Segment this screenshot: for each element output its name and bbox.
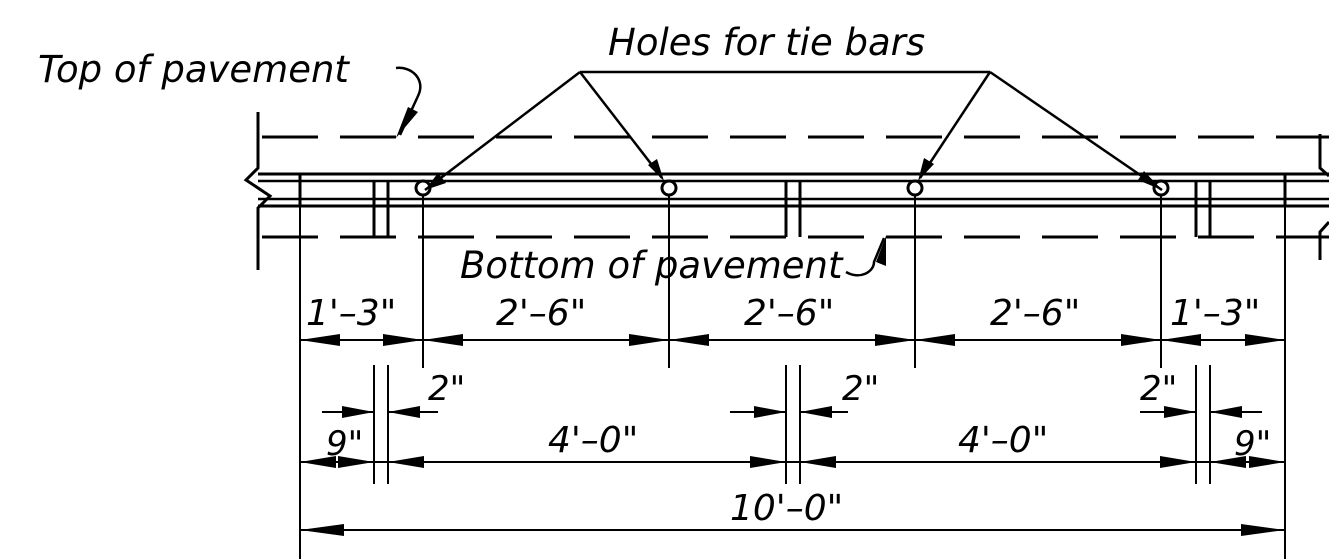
stiffener-2 — [784, 181, 802, 237]
dim-row2-arrows — [300, 456, 1285, 468]
top-of-pavement-leader — [395, 66, 422, 136]
left-break-line — [243, 112, 273, 270]
dim-row2-small-arrows — [342, 406, 1242, 418]
dim-10-0-overall: 10'–0" — [730, 488, 843, 529]
bottom-of-pavement-arrow — [876, 236, 886, 266]
right-break-line — [1318, 134, 1329, 178]
dim-2-c: 2" — [1140, 369, 1177, 409]
hole-3-arrow — [918, 158, 934, 181]
stiffener-3 — [1194, 181, 1212, 237]
hole-4-arrow — [1138, 171, 1162, 190]
tie-bar-hole-3 — [906, 179, 924, 197]
dim-1-3-right: 1'–3" — [1170, 293, 1260, 334]
dim-overall-arrow-left — [300, 524, 344, 536]
top-of-pavement-label: Top of pavement — [38, 48, 350, 91]
tie-bar-hole-4 — [1152, 179, 1170, 197]
bottom-of-pavement-leader — [845, 237, 886, 277]
dim-2-6-b: 2'–6" — [744, 293, 834, 334]
stiffener-1 — [372, 181, 390, 237]
dim-4-0-right: 4'–0" — [958, 420, 1048, 461]
hole-2-arrow — [648, 159, 664, 181]
dim-2-b: 2" — [842, 369, 879, 409]
dim-row1-arrows — [300, 334, 1285, 346]
bottom-of-pavement-label: Bottom of pavement — [460, 244, 844, 287]
holes-for-tie-bars-label: Holes for tie bars — [608, 21, 925, 64]
dim-2-6-a: 2'–6" — [496, 293, 586, 334]
dim-2-6-c: 2'–6" — [990, 293, 1080, 334]
tie-bar-hole-2 — [660, 179, 678, 197]
dim-4-0-left: 4'–0" — [548, 420, 638, 461]
dim-2-a: 2" — [428, 369, 465, 409]
hole-1-arrow — [425, 173, 446, 190]
dim-overall-arrow-right — [1241, 524, 1285, 536]
holes-leaders — [424, 70, 1163, 192]
dim-1-3-left: 1'–3" — [306, 293, 396, 334]
right-break-line-lower — [1318, 220, 1329, 260]
top-of-pavement-arrow — [396, 107, 418, 138]
